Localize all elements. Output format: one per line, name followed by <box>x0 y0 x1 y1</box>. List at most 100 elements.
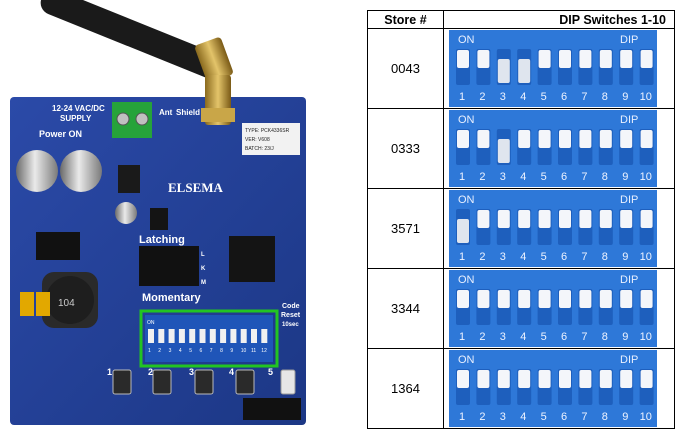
dip-switch-number: 4 <box>520 171 526 183</box>
dip-switch-number: 10 <box>640 171 652 183</box>
dip-dip-label: DIP <box>620 114 638 126</box>
board-dip-number: 10 <box>241 348 247 354</box>
type-sticker <box>242 123 300 155</box>
dip-switch-lever <box>457 50 469 68</box>
dip-switch-lever <box>477 370 490 388</box>
dip-switch-number: 3 <box>500 331 506 343</box>
dip-switch-number: 4 <box>520 91 526 103</box>
dip-switch-number: 7 <box>581 411 587 423</box>
dip-switch-number: 2 <box>479 331 485 343</box>
push-buttons <box>112 369 296 395</box>
board-dip-number: 12 <box>261 348 267 354</box>
ic-chip <box>36 232 80 260</box>
dip-switch-number: 1 <box>459 331 465 343</box>
tantalum-capacitor <box>36 292 50 316</box>
dip-on-label: ON <box>458 194 475 206</box>
svg-text:1: 1 <box>107 367 112 377</box>
board-dip-number: 4 <box>179 348 182 354</box>
dip-switch-number: 3 <box>500 91 506 103</box>
dip-switch-number: 6 <box>561 331 567 343</box>
dip-switch-lever <box>477 130 490 148</box>
dip-switch-number: 5 <box>541 411 547 423</box>
dip-switch-number: 2 <box>479 171 485 183</box>
dip-switch-number: 4 <box>520 411 526 423</box>
board-dip-switch-lever <box>240 329 247 343</box>
dip-switch-lever <box>497 290 510 308</box>
board-dip-switch-lever <box>220 329 227 343</box>
tantalum-capacitor <box>20 292 34 316</box>
board-dip-switch-lever <box>230 329 237 343</box>
power-label: Power ON <box>39 129 82 139</box>
svg-text:BATCH: 23/J: BATCH: 23/J <box>245 146 274 152</box>
dip-switch-lever <box>518 290 531 308</box>
dip-switch-number: 5 <box>541 251 547 263</box>
svg-text:104: 104 <box>58 298 75 309</box>
header-dip-switches: DIP Switches 1-10 <box>443 10 675 29</box>
dip-switch-lever <box>497 59 510 83</box>
dip-switch-lever <box>599 130 612 148</box>
dip-switch-number: 8 <box>602 331 608 343</box>
dip-switch-number: 5 <box>541 171 547 183</box>
dip-switch-lever <box>640 130 653 148</box>
dip-switch-lever <box>477 210 490 228</box>
dip-switch-number: 8 <box>602 251 608 263</box>
svg-text:5: 5 <box>268 367 273 377</box>
dip-switch-lever <box>457 370 469 388</box>
dip-switch-number: 3 <box>500 411 506 423</box>
dip-switch-number: 10 <box>640 251 652 263</box>
svg-text:4: 4 <box>229 367 234 377</box>
board-dip-number: 8 <box>220 348 223 354</box>
dip-switch-number: 3 <box>500 251 506 263</box>
dip-switch-lever <box>518 370 531 388</box>
dip-switch-lever <box>620 130 633 148</box>
board-dip-switch-lever <box>261 329 268 343</box>
dip-switch-number: 9 <box>622 251 628 263</box>
supply-label-1: 12-24 VAC/DC <box>52 104 105 113</box>
dip-switch-number: 2 <box>479 251 485 263</box>
dip-on-label: ON <box>458 114 475 126</box>
regulator-chip <box>118 165 140 193</box>
dip-dip-label: DIP <box>620 274 638 286</box>
dip-switch-number: 9 <box>622 331 628 343</box>
dip-switch-number: 1 <box>459 251 465 263</box>
board-dip-switch-lever <box>148 329 154 343</box>
dip-switch-number: 7 <box>581 251 587 263</box>
dip-switch-number: 5 <box>541 331 547 343</box>
svg-text:2: 2 <box>148 367 153 377</box>
dip-switch-lever <box>457 219 469 243</box>
dip-switch-lever <box>579 50 592 68</box>
dip-switch-lever <box>497 139 510 163</box>
header-store: Store # <box>367 10 444 29</box>
dip-switch-number: 1 <box>459 171 465 183</box>
board-dip-switch-lever <box>199 329 206 343</box>
dip-switch-lever <box>579 210 592 228</box>
svg-text:TYPE: PCK4336SR: TYPE: PCK4336SR <box>245 128 290 134</box>
dip-switch-lever <box>477 290 490 308</box>
dip-on-label: ON <box>458 274 475 286</box>
dip-switch-number: 2 <box>479 91 485 103</box>
dip-switch-number: 7 <box>581 91 587 103</box>
dip-switch-lever <box>640 370 653 388</box>
svg-text:VER: V608: VER: V608 <box>245 137 270 143</box>
svg-text:K: K <box>201 266 206 272</box>
dip-switch-number: 3 <box>500 171 506 183</box>
dip-switch-lever <box>538 210 551 228</box>
svg-text:ON: ON <box>147 320 155 326</box>
dip-switch-lever <box>457 130 469 148</box>
dip-switch-number: 4 <box>520 331 526 343</box>
dip-switch-number: 9 <box>622 411 628 423</box>
dip-switch-lever <box>538 50 551 68</box>
dip-switch-number: 4 <box>520 251 526 263</box>
programmer-label: Programmer <box>250 425 298 434</box>
pcb-board-image: 12-24 VAC/DC SUPPLY Power ON Ant Shield … <box>10 0 306 434</box>
dip-switch-lever <box>559 290 571 308</box>
dip-switch-lever <box>538 130 551 148</box>
supply-label-2: SUPPLY <box>60 114 92 123</box>
dip-switch-lever <box>640 210 653 228</box>
